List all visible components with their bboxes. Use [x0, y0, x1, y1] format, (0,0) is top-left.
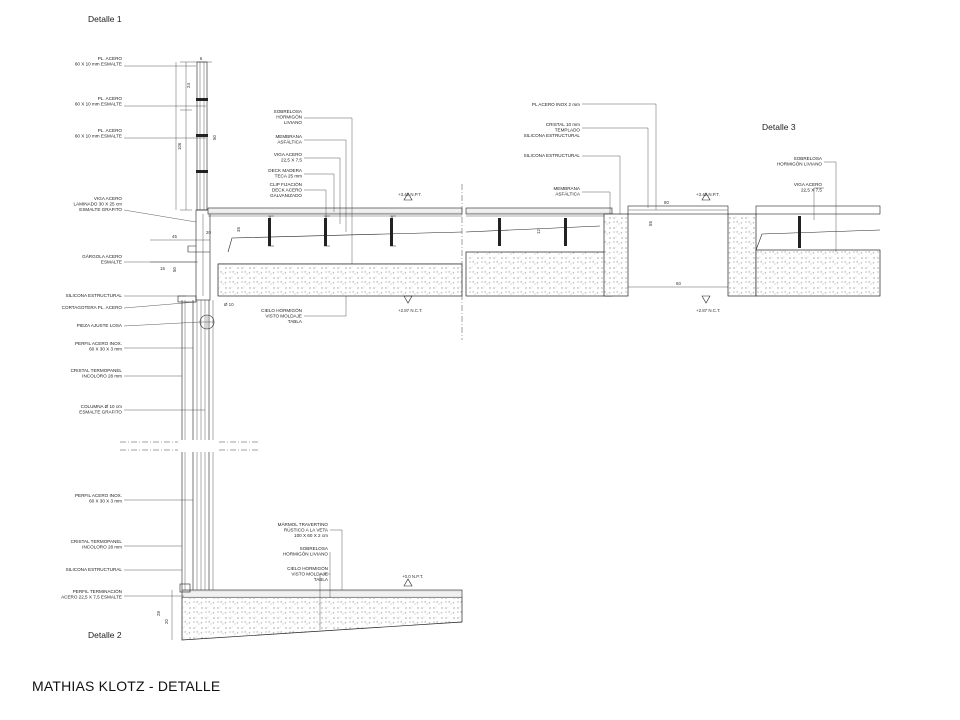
dim-60: 60 — [676, 281, 681, 286]
dim-12: 12 — [536, 229, 541, 234]
termination-profile — [179, 583, 191, 593]
leader-lines — [123, 65, 837, 630]
dim-55: 55 — [648, 221, 653, 226]
dim-15: 15 — [160, 266, 165, 271]
svg-text:PL ACERO INOX 2 mm: PL ACERO INOX 2 mm — [532, 102, 580, 107]
concrete-slab — [755, 249, 881, 297]
svg-text:PIEZA AJUSTE LOSA: PIEZA AJUSTE LOSA — [77, 323, 123, 328]
upper-slab-detail-3: 80 60 55 12 — [465, 200, 881, 297]
edge-beam — [195, 209, 211, 301]
dim-20: 20 — [206, 230, 211, 235]
wood-deck — [207, 207, 463, 215]
membrane — [227, 231, 463, 253]
gargoyle — [187, 245, 210, 253]
railing-plate — [196, 134, 208, 137]
railing-plate — [196, 98, 208, 101]
dim-106: 106 — [177, 142, 182, 150]
level-nct-1: +2.87 N.C.T. — [398, 308, 423, 313]
dim-24: 24 — [186, 83, 191, 88]
concrete-slab — [217, 263, 463, 297]
dim-35: 35 — [236, 227, 241, 232]
wood-deck — [465, 207, 613, 215]
ground-slab — [181, 598, 463, 641]
dim-phi: Ø 10 — [224, 302, 234, 307]
concrete-upstand — [603, 213, 629, 297]
svg-text:SILICONA ESTRUCTURAL: SILICONA ESTRUCTURAL — [66, 293, 123, 298]
drip-edge — [177, 295, 197, 303]
level-markers: +3.42 N.P.T. +2.87 N.C.T. +3.42 N.P.T. +… — [398, 192, 721, 587]
dim-50: 50 — [212, 135, 217, 140]
level-npt-1: +3.42 N.P.T. — [398, 192, 422, 197]
drawing-caption: MATHIAS KLOTZ - DETALLE — [32, 678, 221, 694]
level-npt-ground: +0.0 N.P.T. — [402, 574, 423, 579]
svg-text:SILICONA ESTRUCTURAL: SILICONA ESTRUCTURAL — [66, 567, 123, 572]
travertine-paving — [181, 589, 463, 599]
dim-6: 6 — [200, 56, 203, 61]
concrete-upstand — [727, 213, 757, 297]
svg-text:PERFIL ACERO INOX.60 X 30 X 3: PERFIL ACERO INOX.60 X 30 X 3 mm — [75, 493, 122, 504]
svg-text:CORTAGOTERA PL. ACERO: CORTAGOTERA PL. ACERO — [62, 305, 123, 310]
ground-slab-detail-2: 28 20 — [156, 583, 463, 641]
detail-1-title: Detalle 1 — [88, 14, 122, 24]
dim-80: 80 — [664, 200, 669, 205]
dim-28: 28 — [156, 611, 161, 616]
svg-text:PERFIL ACERO INOX.60 X 30 X 3: PERFIL ACERO INOX.60 X 30 X 3 mm — [75, 341, 122, 352]
level-npt-2: +3.42 N.P.T. — [696, 192, 720, 197]
dim-50b: 50 — [172, 267, 177, 272]
upper-slab-detail-1 — [207, 207, 463, 297]
railing-plate — [196, 170, 208, 173]
railing-and-column: 6 24 106 50 45 20 35 15 50 Ø 10 — [120, 56, 260, 590]
dim-20b: 20 — [164, 619, 169, 624]
dim-45: 45 — [172, 234, 177, 239]
detail-3-title: Detalle 3 — [762, 122, 796, 132]
wood-deck — [755, 205, 881, 215]
level-nct-2: +2.87 N.C.T. — [696, 308, 721, 313]
concrete-slab — [465, 251, 613, 297]
detail-2-title: Detalle 2 — [88, 630, 122, 640]
svg-text:SILICONA ESTRUCTURAL: SILICONA ESTRUCTURAL — [524, 153, 581, 158]
